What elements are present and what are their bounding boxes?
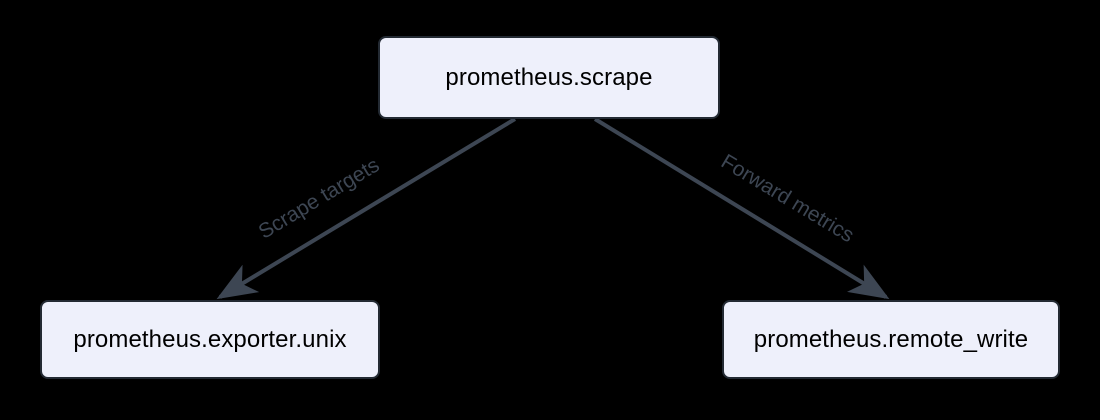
edge-scrape-to-remote [593, 117, 890, 300]
node-label: prometheus.remote_write [753, 325, 1029, 353]
node-label: prometheus.scrape [445, 63, 653, 91]
node-prometheus-remote-write[interactable]: prometheus.remote_write [722, 300, 1060, 379]
node-prometheus-exporter-unix[interactable]: prometheus.exporter.unix [40, 300, 380, 379]
node-prometheus-scrape[interactable]: prometheus.scrape [378, 36, 720, 119]
node-label: prometheus.exporter.unix [73, 325, 347, 353]
edge-scrape-to-exporter [216, 117, 517, 300]
